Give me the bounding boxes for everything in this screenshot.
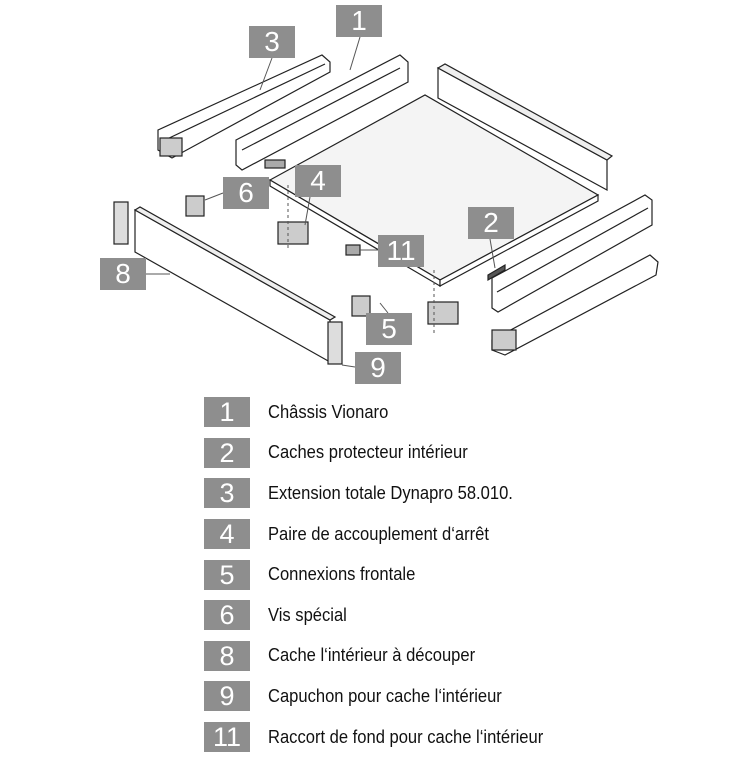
bottom-connector (345, 244, 361, 256)
locking-coupling-left (277, 221, 309, 245)
callout-3: 3 (249, 26, 295, 58)
left-slide-line (164, 63, 326, 141)
legend-label: Vis spécial (268, 604, 347, 625)
protective-cap-left (264, 159, 286, 169)
bottom-panel-edge (439, 193, 599, 288)
legend-number: 11 (204, 722, 250, 753)
legend-item: 5 Connexions frontale (204, 554, 567, 595)
end-cap-left (113, 201, 129, 245)
end-cap-right (327, 321, 343, 365)
front-connector (351, 295, 371, 317)
legend-item: 4 Paire de accouplement d‘arrêt (204, 514, 567, 555)
legend-item: 9 Capuchon pour cache l‘intérieur (204, 676, 567, 717)
legend-number: 4 (204, 519, 250, 550)
left-chassis-line (241, 67, 401, 151)
legend-label: Capuchon pour cache l‘intérieur (268, 685, 502, 706)
legend-item: 2 Caches protecteur intérieur (204, 433, 567, 474)
legend-label: Cache l‘intérieur à découper (268, 645, 476, 666)
callout-5: 5 (366, 313, 412, 345)
protective-cap (487, 263, 506, 282)
legend-label: Paire de accouplement d‘arrêt (268, 523, 489, 544)
special-screw-part (185, 195, 205, 217)
leader-lines (146, 36, 496, 368)
left-chassis (235, 54, 409, 171)
legend-label: Extension totale Dynapro 58.010. (268, 482, 513, 503)
legend-number: 3 (204, 478, 250, 509)
legend-label: Châssis Vionaro (268, 401, 389, 422)
legend-label: Raccort de fond pour cache l‘intérieur (268, 726, 544, 747)
callout-11: 11 (378, 235, 424, 267)
legend-item: 8 Cache l‘intérieur à découper (204, 636, 567, 677)
legend-number: 5 (204, 559, 250, 590)
callout-1: 1 (336, 5, 382, 37)
legend-number: 1 (204, 397, 250, 428)
legend-item: 6 Vis spécial (204, 595, 567, 636)
legend-label: Caches protecteur intérieur (268, 442, 468, 463)
callout-9: 9 (355, 352, 401, 384)
callout-2: 2 (468, 207, 514, 239)
back-panel-top (436, 63, 614, 161)
parts-legend: 1 Châssis Vionaro 2 Caches protecteur inté… (204, 392, 567, 757)
legend-label: Connexions frontale (268, 564, 416, 585)
legend-number: 9 (204, 681, 250, 712)
exploded-drawer-drawing (113, 36, 659, 368)
legend-number: 8 (204, 640, 250, 671)
left-slide (157, 54, 331, 159)
front-cover-top (133, 206, 337, 321)
legend-number: 2 (204, 437, 250, 468)
legend-item: 1 Châssis Vionaro (204, 392, 567, 433)
locking-coupling-right (427, 301, 459, 325)
legend-item: 11 Raccort de fond pour cache l‘intérieur (204, 717, 567, 757)
left-slide-coupling (159, 137, 183, 157)
right-slide-coupling (491, 329, 517, 351)
legend-number: 6 (204, 600, 250, 631)
legend-item: 3 Extension totale Dynapro 58.010. (204, 473, 567, 514)
callout-8: 8 (100, 258, 146, 290)
callout-6: 6 (223, 177, 269, 209)
right-chassis (491, 194, 653, 313)
callout-4: 4 (295, 165, 341, 197)
right-chassis-line (496, 207, 649, 293)
